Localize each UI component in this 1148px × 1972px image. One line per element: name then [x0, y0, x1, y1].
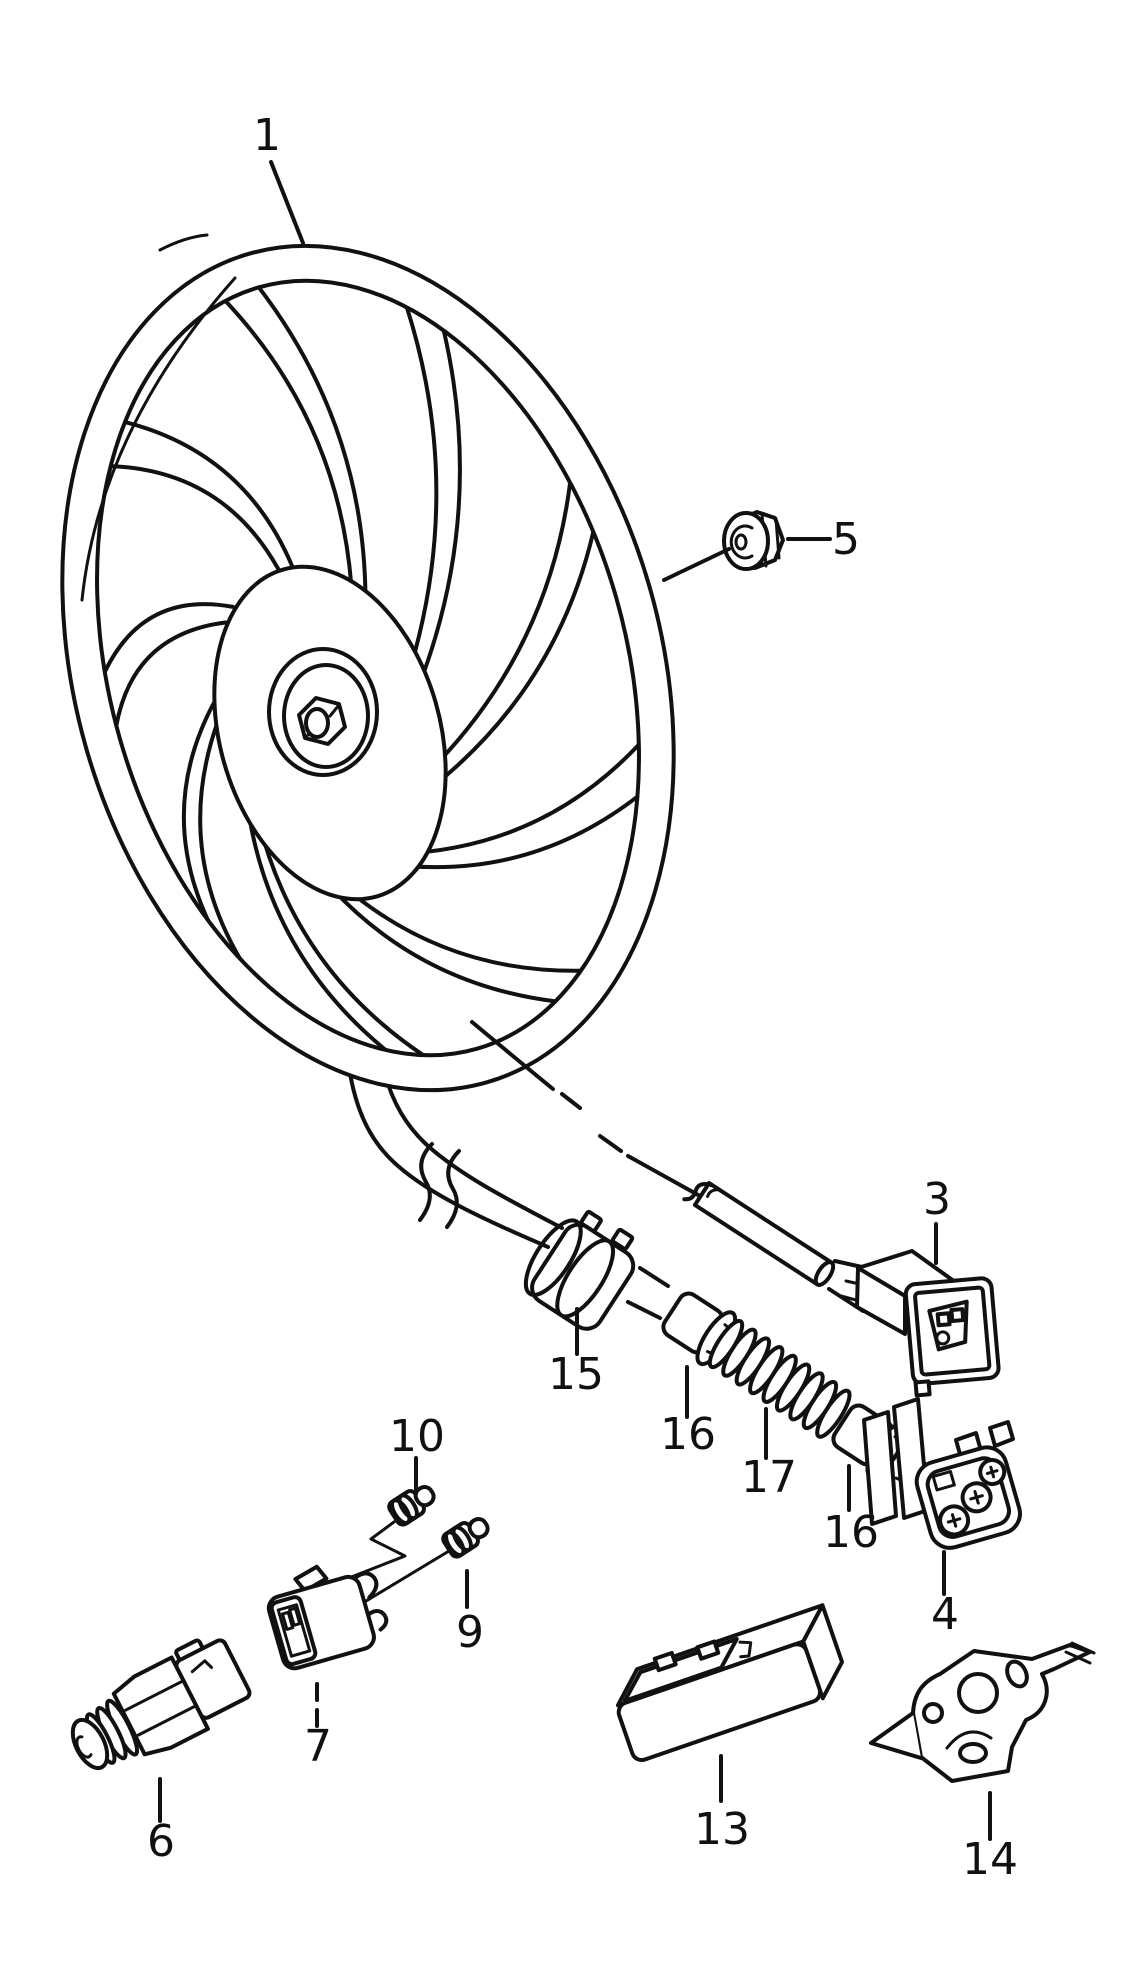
part-4-connector: [862, 1397, 1022, 1550]
lead-wire-to-connector-3: [470, 1020, 903, 1313]
fan-blade-edge: [102, 602, 235, 674]
connector-3-box-side: [855, 1266, 907, 1336]
leader-5-to-fan: [662, 547, 731, 582]
part-15-clamp: [523, 1209, 636, 1331]
callout-16a: 16: [660, 1409, 716, 1460]
part-14-bracket: [869, 1641, 1096, 1783]
fan-blade-edge: [426, 480, 573, 775]
fan-blade-edge: [123, 420, 295, 569]
fan-blade-edge: [416, 328, 462, 690]
part-9-cap: [441, 1517, 490, 1559]
cable-break-mark: [418, 1142, 434, 1222]
wire-sleeve: [682, 1181, 836, 1287]
connector-4-plate: [862, 1410, 898, 1526]
callout-3: 3: [923, 1174, 951, 1225]
ring-highlight-arc: [158, 233, 209, 252]
callout-14: 14: [962, 1834, 1018, 1885]
fan-blade-edge: [181, 698, 218, 922]
callout-10: 10: [389, 1411, 445, 1462]
cable-break-mark: [445, 1149, 461, 1229]
part-17-corrugated-tube: [707, 1318, 852, 1439]
fan-blade-edge: [404, 305, 439, 669]
bracket-hole: [1005, 1659, 1029, 1689]
fan-blade-edge: [394, 742, 641, 856]
callout-16b: 16: [823, 1507, 879, 1558]
fan-blade-edge: [256, 285, 368, 601]
leader-1: [269, 160, 305, 245]
callout-4: 4: [931, 1589, 959, 1640]
fan-blade-edge: [256, 819, 426, 1058]
fan-blade-edge: [423, 529, 596, 795]
switch-tip: [70, 1717, 110, 1771]
connector-7-latch: [293, 1564, 329, 1593]
connector-4-tab: [988, 1420, 1015, 1448]
fan-blade-edge: [198, 720, 242, 961]
callout-5: 5: [832, 514, 860, 565]
part-3-connector: [855, 1249, 1001, 1398]
bracket-hole: [957, 1672, 999, 1714]
leader-lines: [158, 160, 992, 1841]
connector-3-flange: [903, 1276, 1001, 1398]
part-5-nut: [722, 510, 785, 571]
part-13-control-module: [615, 1603, 844, 1763]
connector-7-boot: [362, 1609, 389, 1632]
part-1-fan: [60, 233, 676, 1093]
callout-17: 17: [741, 1452, 797, 1503]
module-front-face: [616, 1642, 823, 1763]
ring-highlight-arc: [80, 276, 237, 602]
fan-blade-edge: [223, 298, 354, 589]
callout-7: 7: [304, 1721, 332, 1772]
callout-6: 6: [147, 1816, 175, 1867]
switch-hex-body: [111, 1655, 210, 1757]
callout-13: 13: [694, 1804, 750, 1855]
callout-9: 9: [456, 1607, 484, 1658]
part-6-thermo-switch: [70, 1638, 252, 1771]
bracket-hole: [922, 1702, 944, 1724]
callout-15: 15: [548, 1349, 604, 1400]
callout-1: 1: [253, 110, 281, 161]
part-10-cap: [387, 1485, 436, 1527]
fan-blade-edge: [245, 801, 388, 1052]
callout-labels: 1 5 3 15 16 17 16 4 10 9 7 6 13 14: [147, 110, 1018, 1885]
nut-bore: [729, 524, 754, 560]
fan-blade-edge: [114, 620, 228, 728]
part-7-connector: [266, 1564, 389, 1671]
connector-7-boot: [348, 1571, 379, 1600]
bracket-hole: [958, 1742, 988, 1764]
hub-center: [304, 707, 330, 739]
fan-blade-edge: [108, 464, 281, 571]
